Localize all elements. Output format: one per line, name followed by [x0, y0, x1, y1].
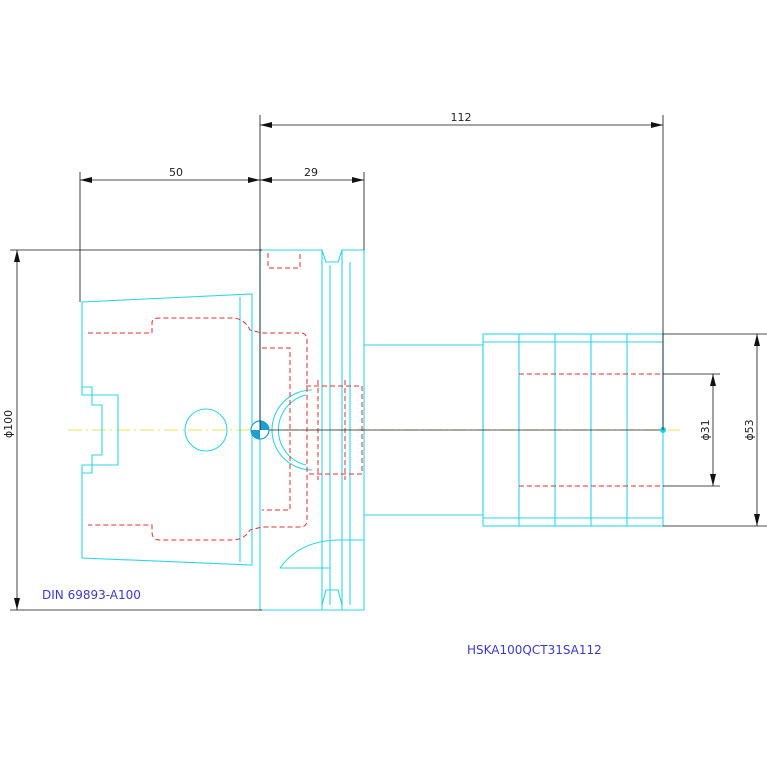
dim-taper-length: 50 — [169, 166, 183, 179]
hidden-lines — [88, 253, 663, 541]
part-outline — [81, 249, 664, 611]
hidden-taper-cavity — [88, 317, 308, 541]
dimension-lines — [10, 115, 767, 611]
dim-flange-length: 29 — [304, 166, 318, 179]
part-number-label: HSKA100QCT31SA112 — [467, 643, 602, 657]
coolant-hole — [184, 408, 228, 452]
hidden-top-key — [267, 253, 301, 269]
flange — [259, 249, 365, 611]
dimension-arrows — [14, 122, 760, 610]
key-slot — [279, 539, 364, 569]
dim-overall-length: 112 — [451, 111, 472, 124]
dim-shank-diameter: ϕ53 — [743, 419, 756, 440]
taper-notch — [82, 386, 103, 474]
hidden-inner-pocket — [262, 347, 291, 511]
taper-body — [81, 293, 253, 566]
standard-label: DIN 69893-A100 — [42, 588, 141, 602]
dim-taper-diameter: ϕ100 — [2, 410, 15, 438]
flange-bottom-detail — [321, 589, 343, 606]
dim-bore-diameter: ϕ31 — [699, 419, 712, 440]
